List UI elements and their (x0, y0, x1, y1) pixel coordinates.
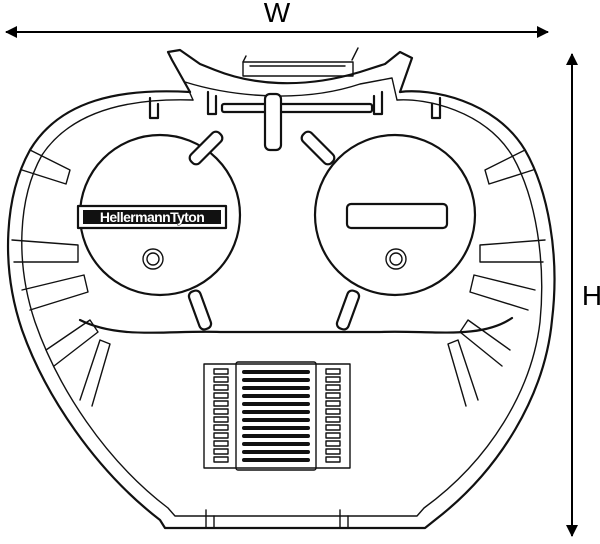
spool-left-tab-top (188, 130, 224, 166)
splice-sleeve (242, 418, 310, 422)
spool-right-tab-top (300, 130, 336, 166)
spool-left-hole-inner (146, 252, 160, 266)
foot-right (339, 509, 349, 529)
splice-slot-left (213, 424, 229, 431)
splice-slot-left (213, 416, 229, 423)
splice-sleeve (242, 394, 310, 398)
t-bar (220, 102, 374, 114)
splice-slot-right (325, 456, 341, 463)
splice-slot-right (325, 432, 341, 439)
splice-sleeve (242, 410, 310, 414)
splice-holder-center (235, 361, 317, 471)
top-latch (166, 48, 414, 94)
tray-outline (6, 47, 556, 530)
splice-slot-right (325, 408, 341, 415)
spool-left-tab-bottom (187, 289, 213, 331)
brand-label: HellermannTyton (100, 209, 204, 225)
splice-slot-left (213, 456, 229, 463)
splice-slot-left (213, 432, 229, 439)
rib-left-4 (45, 319, 99, 367)
splice-slot-right (325, 416, 341, 423)
splice-slot-right (325, 368, 341, 375)
width-dimension: W (5, 0, 549, 38)
splice-sleeve (242, 386, 310, 390)
post-left (206, 90, 218, 116)
top-clip-tab-right (351, 47, 359, 61)
splice-slot-right (325, 448, 341, 455)
spool-left-hole (142, 248, 164, 270)
rib-right-2 (479, 239, 546, 263)
rib-left-2 (11, 239, 79, 263)
splice-sleeve (242, 450, 310, 454)
splice-slot-right (325, 400, 341, 407)
splice-slot-right (325, 376, 341, 383)
splice-slot-right (325, 424, 341, 431)
splice-slot-left (213, 440, 229, 447)
outer-shell (6, 90, 556, 530)
splice-slot-left (213, 376, 229, 383)
splice-sleeve (242, 378, 310, 382)
splice-slot-left (213, 448, 229, 455)
brand-plate-inner (83, 210, 221, 224)
storage-band (78, 316, 514, 334)
top-clip-tab-left (242, 55, 247, 63)
splice-sleeve (242, 426, 310, 430)
rib-right-3 (469, 274, 536, 311)
splice-slot-left (213, 392, 229, 399)
post-right (372, 90, 384, 116)
spool-right (300, 130, 477, 331)
spool-right-hole (385, 248, 407, 270)
label-slot (345, 202, 449, 230)
height-dimension: H (566, 53, 600, 537)
rib-right-1 (484, 149, 534, 185)
height-label: H (582, 280, 600, 311)
rib-left-5 (79, 339, 111, 407)
spool-left: HellermannTyton (76, 130, 242, 331)
splice-slot-left (213, 384, 229, 391)
width-label: W (264, 0, 291, 28)
splice-slot-left (213, 408, 229, 415)
bottom-feet (205, 509, 349, 529)
spool-right-hole-inner (389, 252, 403, 266)
rib-right-4 (459, 319, 511, 367)
rib-right-5 (447, 339, 479, 407)
rib-left-3 (21, 274, 89, 311)
rib-left-1 (21, 149, 71, 185)
splice-sleeve (242, 370, 310, 374)
splice-holder-frame (203, 363, 351, 469)
hook-right (430, 96, 442, 120)
splice-slot-right (325, 440, 341, 447)
splice-holder (203, 361, 351, 471)
side-ribs (11, 149, 546, 407)
splice-sleeve (242, 402, 310, 406)
splice-slot-left (213, 368, 229, 375)
spool-right-tab-bottom (335, 289, 361, 331)
center-post (263, 92, 283, 152)
splice-slot-left (213, 400, 229, 407)
splice-sleeve (242, 442, 310, 446)
hook-left (148, 96, 160, 120)
top-clip (242, 61, 354, 77)
splice-sleeve (242, 458, 310, 462)
splice-slot-right (325, 384, 341, 391)
splice-sleeve (242, 434, 310, 438)
foot-left (205, 509, 215, 529)
splice-slot-right (325, 392, 341, 399)
